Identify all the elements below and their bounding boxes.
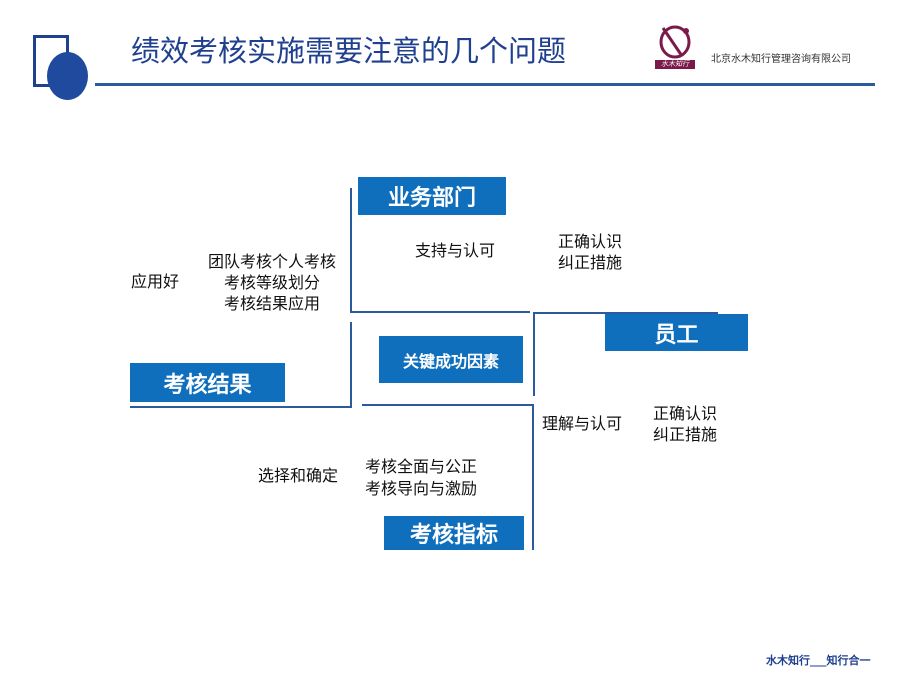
dept-correct-2: 纠正措施 xyxy=(558,253,623,272)
connector-line xyxy=(533,312,718,314)
connector-line xyxy=(533,312,535,396)
indicator-item-2: 考核导向与激励 xyxy=(365,479,478,498)
result-item-2: 考核等级划分 xyxy=(223,273,320,292)
header-rule xyxy=(95,83,875,86)
connector-line xyxy=(350,188,352,312)
key-success-box: 关键成功因素 xyxy=(379,336,523,383)
employee-correct-1: 正确认识 xyxy=(653,404,718,423)
connector-line xyxy=(350,322,352,408)
indicator-item-1: 考核全面与公正 xyxy=(365,457,478,476)
result-box: 考核结果 xyxy=(130,363,285,402)
dept-correct-1: 正确认识 xyxy=(558,232,623,251)
logo-text: 水木知行 xyxy=(661,60,689,68)
page-title: 绩效考核实施需要注意的几个问题 xyxy=(131,34,567,68)
connector-line xyxy=(130,406,352,408)
dept-box: 业务部门 xyxy=(358,177,506,215)
company-logo: 水木知行 xyxy=(652,22,698,70)
indicator-select-text: 选择和确定 xyxy=(258,466,339,485)
connector-line xyxy=(362,404,534,406)
employee-understand-text: 理解与认可 xyxy=(542,414,623,433)
header-circle xyxy=(47,52,88,100)
result-item-1: 团队考核个人考核 xyxy=(207,252,336,271)
result-apply-text: 应用好 xyxy=(131,272,180,291)
indicator-box: 考核指标 xyxy=(384,516,524,550)
dept-support-text: 支持与认可 xyxy=(415,241,496,260)
employee-correct-2: 纠正措施 xyxy=(653,425,718,444)
employee-box: 员工 xyxy=(605,314,748,351)
connector-line xyxy=(532,404,534,550)
footer-slogan: 水木知行___知行合一 xyxy=(766,654,871,667)
company-name: 北京水木知行管理咨询有限公司 xyxy=(711,54,851,65)
result-item-3: 考核结果应用 xyxy=(223,294,320,313)
connector-line xyxy=(350,311,530,313)
